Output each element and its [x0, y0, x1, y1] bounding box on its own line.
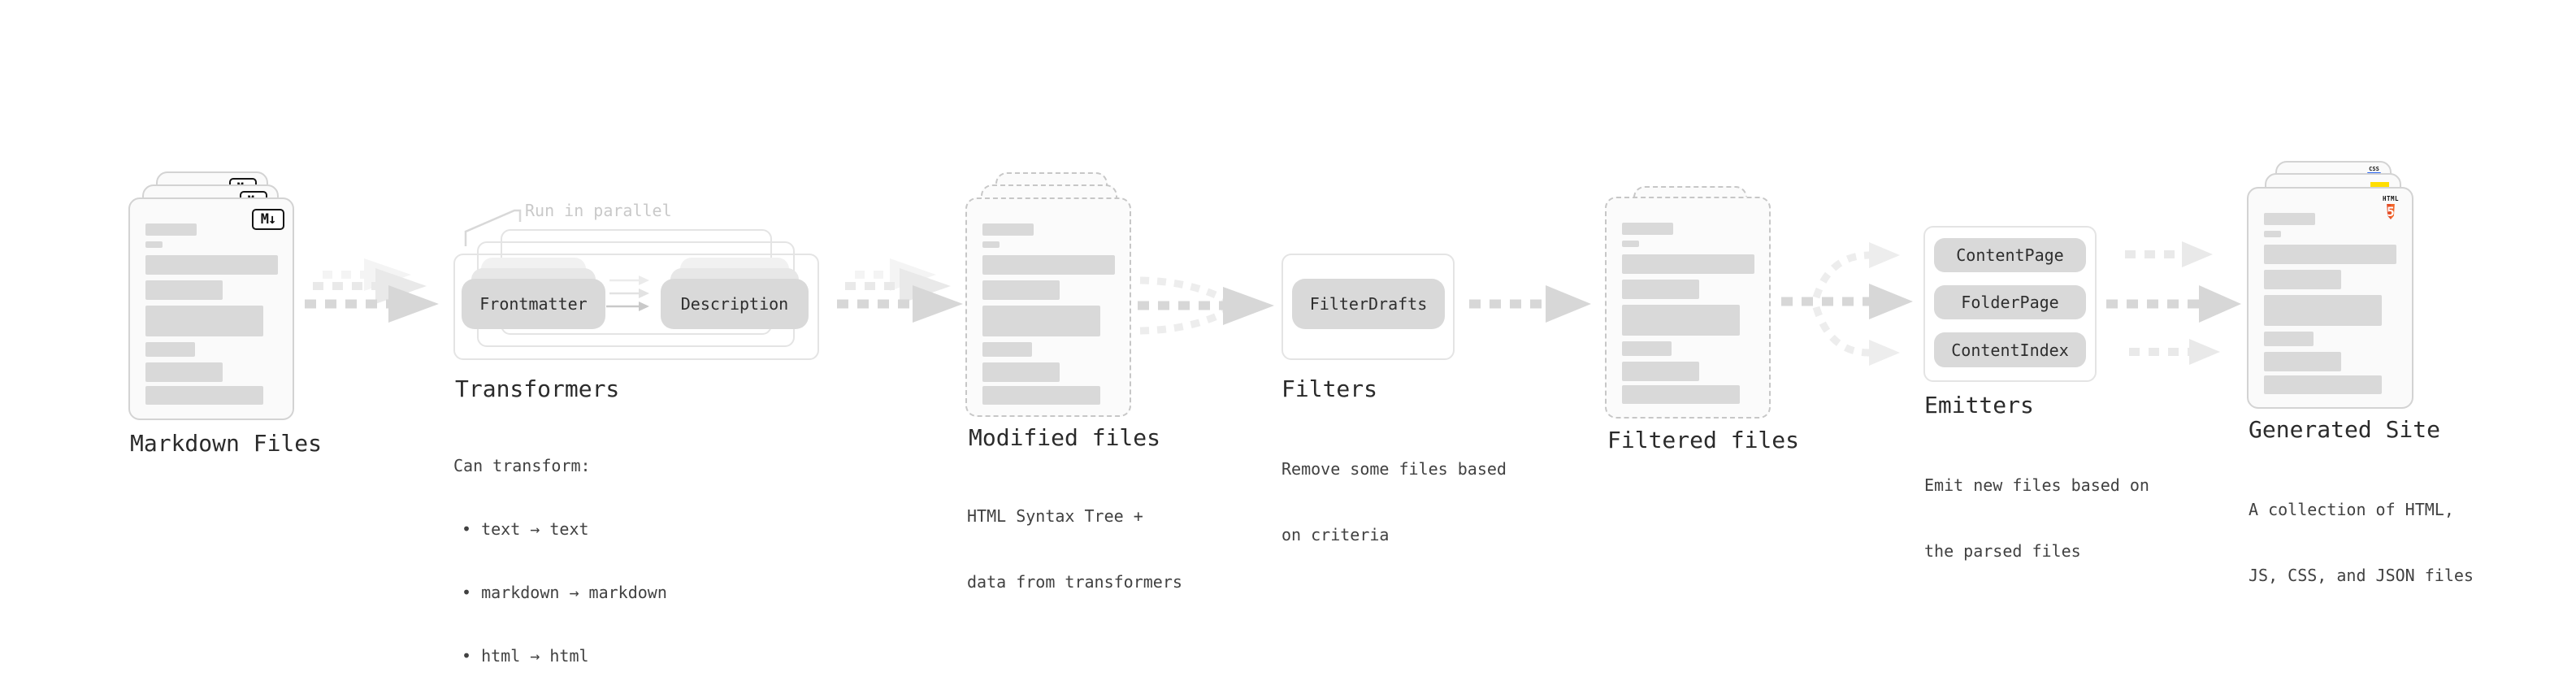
text-placeholder-bar	[145, 255, 278, 275]
text-placeholder-bar	[145, 362, 223, 382]
text-placeholder-bar	[2264, 295, 2382, 326]
transformers-description: Can transform: • text → text • markdown …	[453, 413, 667, 681]
generated-site-desc-line: JS, CSS, and JSON files	[2249, 566, 2474, 585]
text-placeholder-bar	[982, 223, 1034, 236]
text-placeholder-bar	[982, 386, 1100, 405]
description-pill: Description	[661, 279, 809, 329]
text-placeholder-bar	[1622, 241, 1639, 247]
modified-files-description: HTML Syntax Tree + data from transformer…	[967, 462, 1182, 637]
text-placeholder-bar	[2264, 270, 2341, 289]
filters-box	[1281, 254, 1455, 360]
text-placeholder-bar	[145, 223, 197, 236]
arrow-transformers-to-modified	[837, 258, 963, 323]
transform-step-arrows	[606, 275, 649, 311]
text-placeholder-bar	[1622, 254, 1754, 274]
modified-file-front	[965, 197, 1131, 417]
arrow-markdown-to-transformers	[305, 258, 439, 323]
generated-site-label: Generated Site	[2249, 416, 2441, 443]
generated-site-desc-line: A collection of HTML,	[2249, 500, 2454, 519]
markdown-files-label: Markdown Files	[130, 430, 323, 457]
site-file-html: HTML 5	[2247, 187, 2413, 409]
modified-files-desc-line: data from transformers	[967, 572, 1182, 592]
filterdrafts-pill: FilterDrafts	[1292, 279, 1445, 329]
text-placeholder-bar	[982, 255, 1115, 275]
filtered-files-label: Filtered files	[1607, 427, 1800, 453]
contentpage-pill: ContentPage	[1934, 238, 2086, 272]
text-placeholder-bar	[2264, 245, 2396, 264]
text-placeholder-bar	[982, 306, 1100, 336]
transform-bullet: • markdown → markdown	[462, 583, 667, 602]
text-placeholder-bar	[145, 386, 263, 405]
text-placeholder-bar	[145, 342, 195, 357]
css-icon-label: CSS	[2369, 166, 2379, 172]
filters-label: Filters	[1281, 375, 1378, 402]
run-in-parallel-callout-line	[464, 209, 522, 246]
text-placeholder-bar	[1622, 223, 1673, 235]
filters-desc-line: Remove some files based	[1281, 459, 1507, 479]
text-placeholder-bar	[145, 306, 263, 336]
run-in-parallel-note: Run in parallel	[525, 201, 672, 220]
text-placeholder-bar	[982, 362, 1060, 382]
emitters-label: Emitters	[1924, 392, 2034, 419]
emitters-desc-line: Emit new files based on	[1924, 475, 2149, 495]
text-placeholder-bar	[2264, 213, 2315, 225]
arrow-modified-to-filters	[1138, 276, 1274, 335]
filtered-file-front	[1605, 197, 1771, 419]
contentindex-pill: ContentIndex	[1934, 332, 2086, 367]
text-placeholder-bar	[1622, 385, 1740, 404]
markdown-icon: M↓	[252, 209, 284, 230]
emitters-box	[1923, 226, 2097, 382]
frontmatter-pill: Frontmatter	[462, 279, 605, 329]
text-placeholder-bar	[982, 280, 1060, 300]
text-placeholder-bar	[1622, 362, 1699, 381]
can-transform-heading: Can transform:	[453, 456, 591, 475]
html5-shield: 5	[2387, 204, 2395, 219]
text-placeholder-bar	[2264, 352, 2341, 371]
text-placeholder-bar	[2264, 375, 2382, 394]
text-placeholder-bar	[145, 241, 163, 248]
text-placeholder-bar	[982, 241, 1000, 248]
filters-description: Remove some files based on criteria	[1281, 414, 1507, 590]
emitters-desc-line: the parsed files	[1924, 541, 2081, 561]
text-placeholder-bar	[145, 280, 223, 300]
transformers-label: Transformers	[455, 375, 620, 402]
text-placeholder-bar	[982, 342, 1032, 357]
transform-bullet: • text → text	[462, 519, 589, 539]
text-placeholder-bar	[1622, 305, 1740, 336]
modified-files-desc-line: HTML Syntax Tree +	[967, 506, 1143, 526]
text-placeholder-bar	[2264, 231, 2281, 237]
js-icon	[2370, 182, 2389, 190]
text-placeholder-bar	[2264, 332, 2314, 346]
generated-site-description: A collection of HTML, JS, CSS, and JSON …	[2249, 455, 2474, 631]
folderpage-pill: FolderPage	[1934, 285, 2086, 319]
markdown-file-front: M↓	[128, 197, 294, 420]
arrow-filters-to-filtered	[1469, 285, 1591, 323]
modified-files-label: Modified files	[969, 424, 1161, 451]
html5-icon-label: HTML	[2382, 195, 2400, 202]
emitters-description: Emit new files based on the parsed files	[1924, 431, 2149, 606]
text-placeholder-bar	[1622, 280, 1699, 299]
arrow-emitters-to-site	[2106, 241, 2241, 365]
arrow-filtered-to-emitters	[1781, 242, 1913, 366]
transformer-box-front	[453, 254, 819, 360]
html5-icon: HTML 5	[2380, 195, 2401, 222]
transform-bullet: • html → html	[462, 646, 589, 666]
text-placeholder-bar	[1622, 341, 1672, 356]
filters-desc-line: on criteria	[1281, 525, 1390, 544]
